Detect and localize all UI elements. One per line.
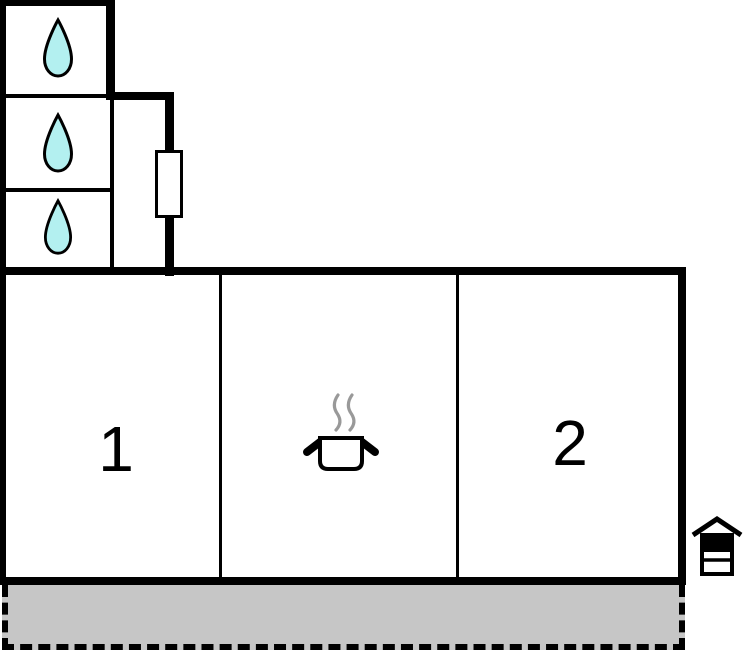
wall-bath-top bbox=[0, 0, 115, 6]
wall-bath-divider-1 bbox=[4, 94, 110, 98]
wall-main-bottom bbox=[0, 577, 686, 585]
wall-left bbox=[0, 0, 6, 585]
wall-bath-divider-2 bbox=[4, 188, 112, 192]
wall-main-top bbox=[0, 267, 686, 275]
wall-bath1-right bbox=[106, 0, 115, 99]
water-drop-icon bbox=[43, 198, 73, 255]
wall-room-divider-1 bbox=[219, 275, 222, 577]
window-marker bbox=[155, 150, 183, 218]
water-drop-icon bbox=[42, 112, 74, 173]
steam-icon bbox=[346, 393, 356, 432]
steam-icon bbox=[332, 393, 342, 432]
wall-hallway-top bbox=[106, 92, 174, 100]
wall-main-right bbox=[678, 267, 686, 585]
entrance-house-icon bbox=[691, 516, 743, 576]
wall-bath-right-thin bbox=[110, 94, 114, 274]
terrace bbox=[2, 585, 685, 650]
room-1-label: 1 bbox=[98, 413, 134, 485]
water-drop-icon bbox=[42, 17, 74, 78]
room-2-label: 2 bbox=[552, 407, 588, 479]
wall-room-divider-2 bbox=[456, 275, 459, 577]
cooking-pot-icon bbox=[303, 393, 379, 471]
